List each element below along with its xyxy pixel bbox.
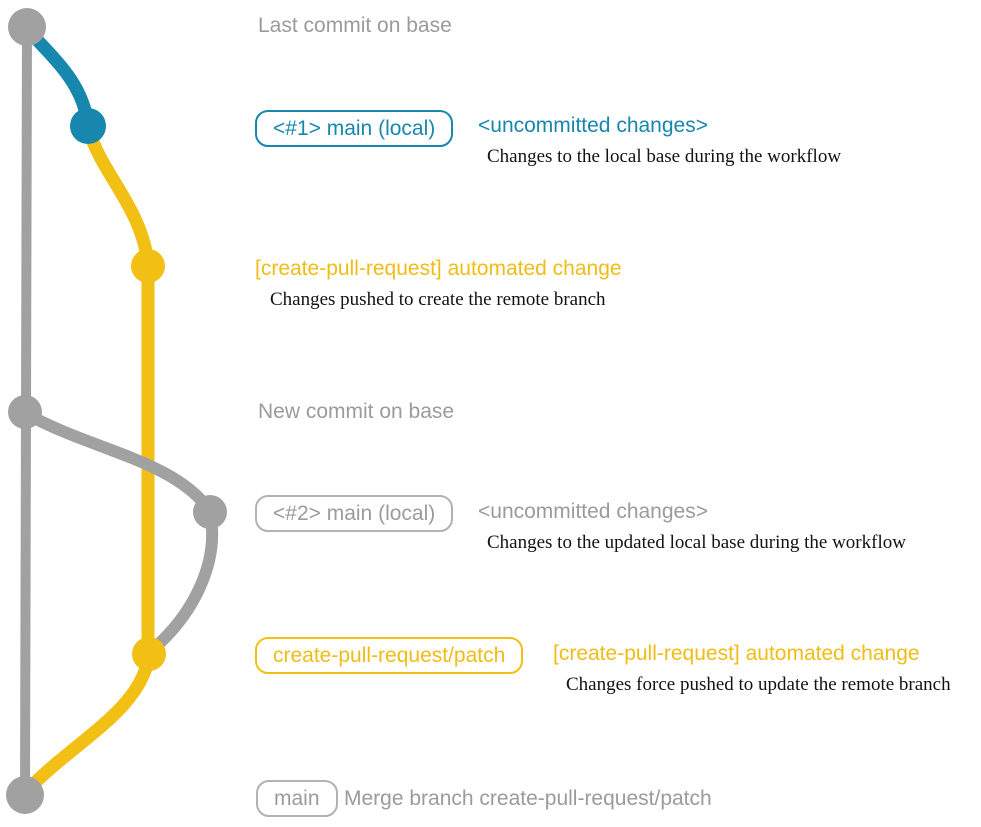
commit-dot-automated-change-1: [131, 249, 165, 283]
commit-dot-merge: [6, 776, 44, 814]
updated-local-branch-curve-out: [19, 407, 216, 517]
uncommitted-changes-2-label: <uncommitted changes>: [478, 500, 708, 523]
desc-force-pushed: Changes force pushed to update the remot…: [566, 674, 951, 695]
commit-dot-new-base: [8, 395, 42, 429]
automated-change-1-label: [create-pull-request] automated change: [255, 257, 622, 280]
commit-dot-automated-change-2: [132, 637, 166, 671]
new-commit-on-base-label: New commit on base: [258, 400, 455, 423]
last-commit-on-base-label: Last commit on base: [258, 14, 452, 37]
desc-pushed-create: Changes pushed to create the remote bran…: [270, 289, 606, 310]
patch-branch-merge-curve: [19, 649, 156, 799]
updated-local-branch-curve-in: [146, 507, 219, 656]
badge-main: main: [256, 780, 338, 817]
badge-patch-branch: create-pull-request/patch: [255, 637, 524, 674]
desc-updated-local-base: Changes to the updated local base during…: [487, 532, 906, 553]
commit-dot-last-base: [8, 8, 46, 46]
patch-branch-curve-top: [81, 121, 155, 269]
merge-message-label: Merge branch create-pull-request/patch: [344, 787, 712, 810]
commit-dot-main-local-1: [70, 108, 106, 144]
badge-main-local-1: <#1> main (local): [255, 110, 454, 147]
main-local-branch-curve: [21, 23, 95, 131]
commit-dot-main-local-2: [193, 495, 227, 529]
uncommitted-changes-1-label: <uncommitted changes>: [478, 114, 708, 137]
automated-change-2-label: [create-pull-request] automated change: [553, 642, 920, 665]
badge-main-local-2: <#2> main (local): [255, 495, 454, 532]
desc-local-base: Changes to the local base during the wor…: [487, 146, 842, 167]
